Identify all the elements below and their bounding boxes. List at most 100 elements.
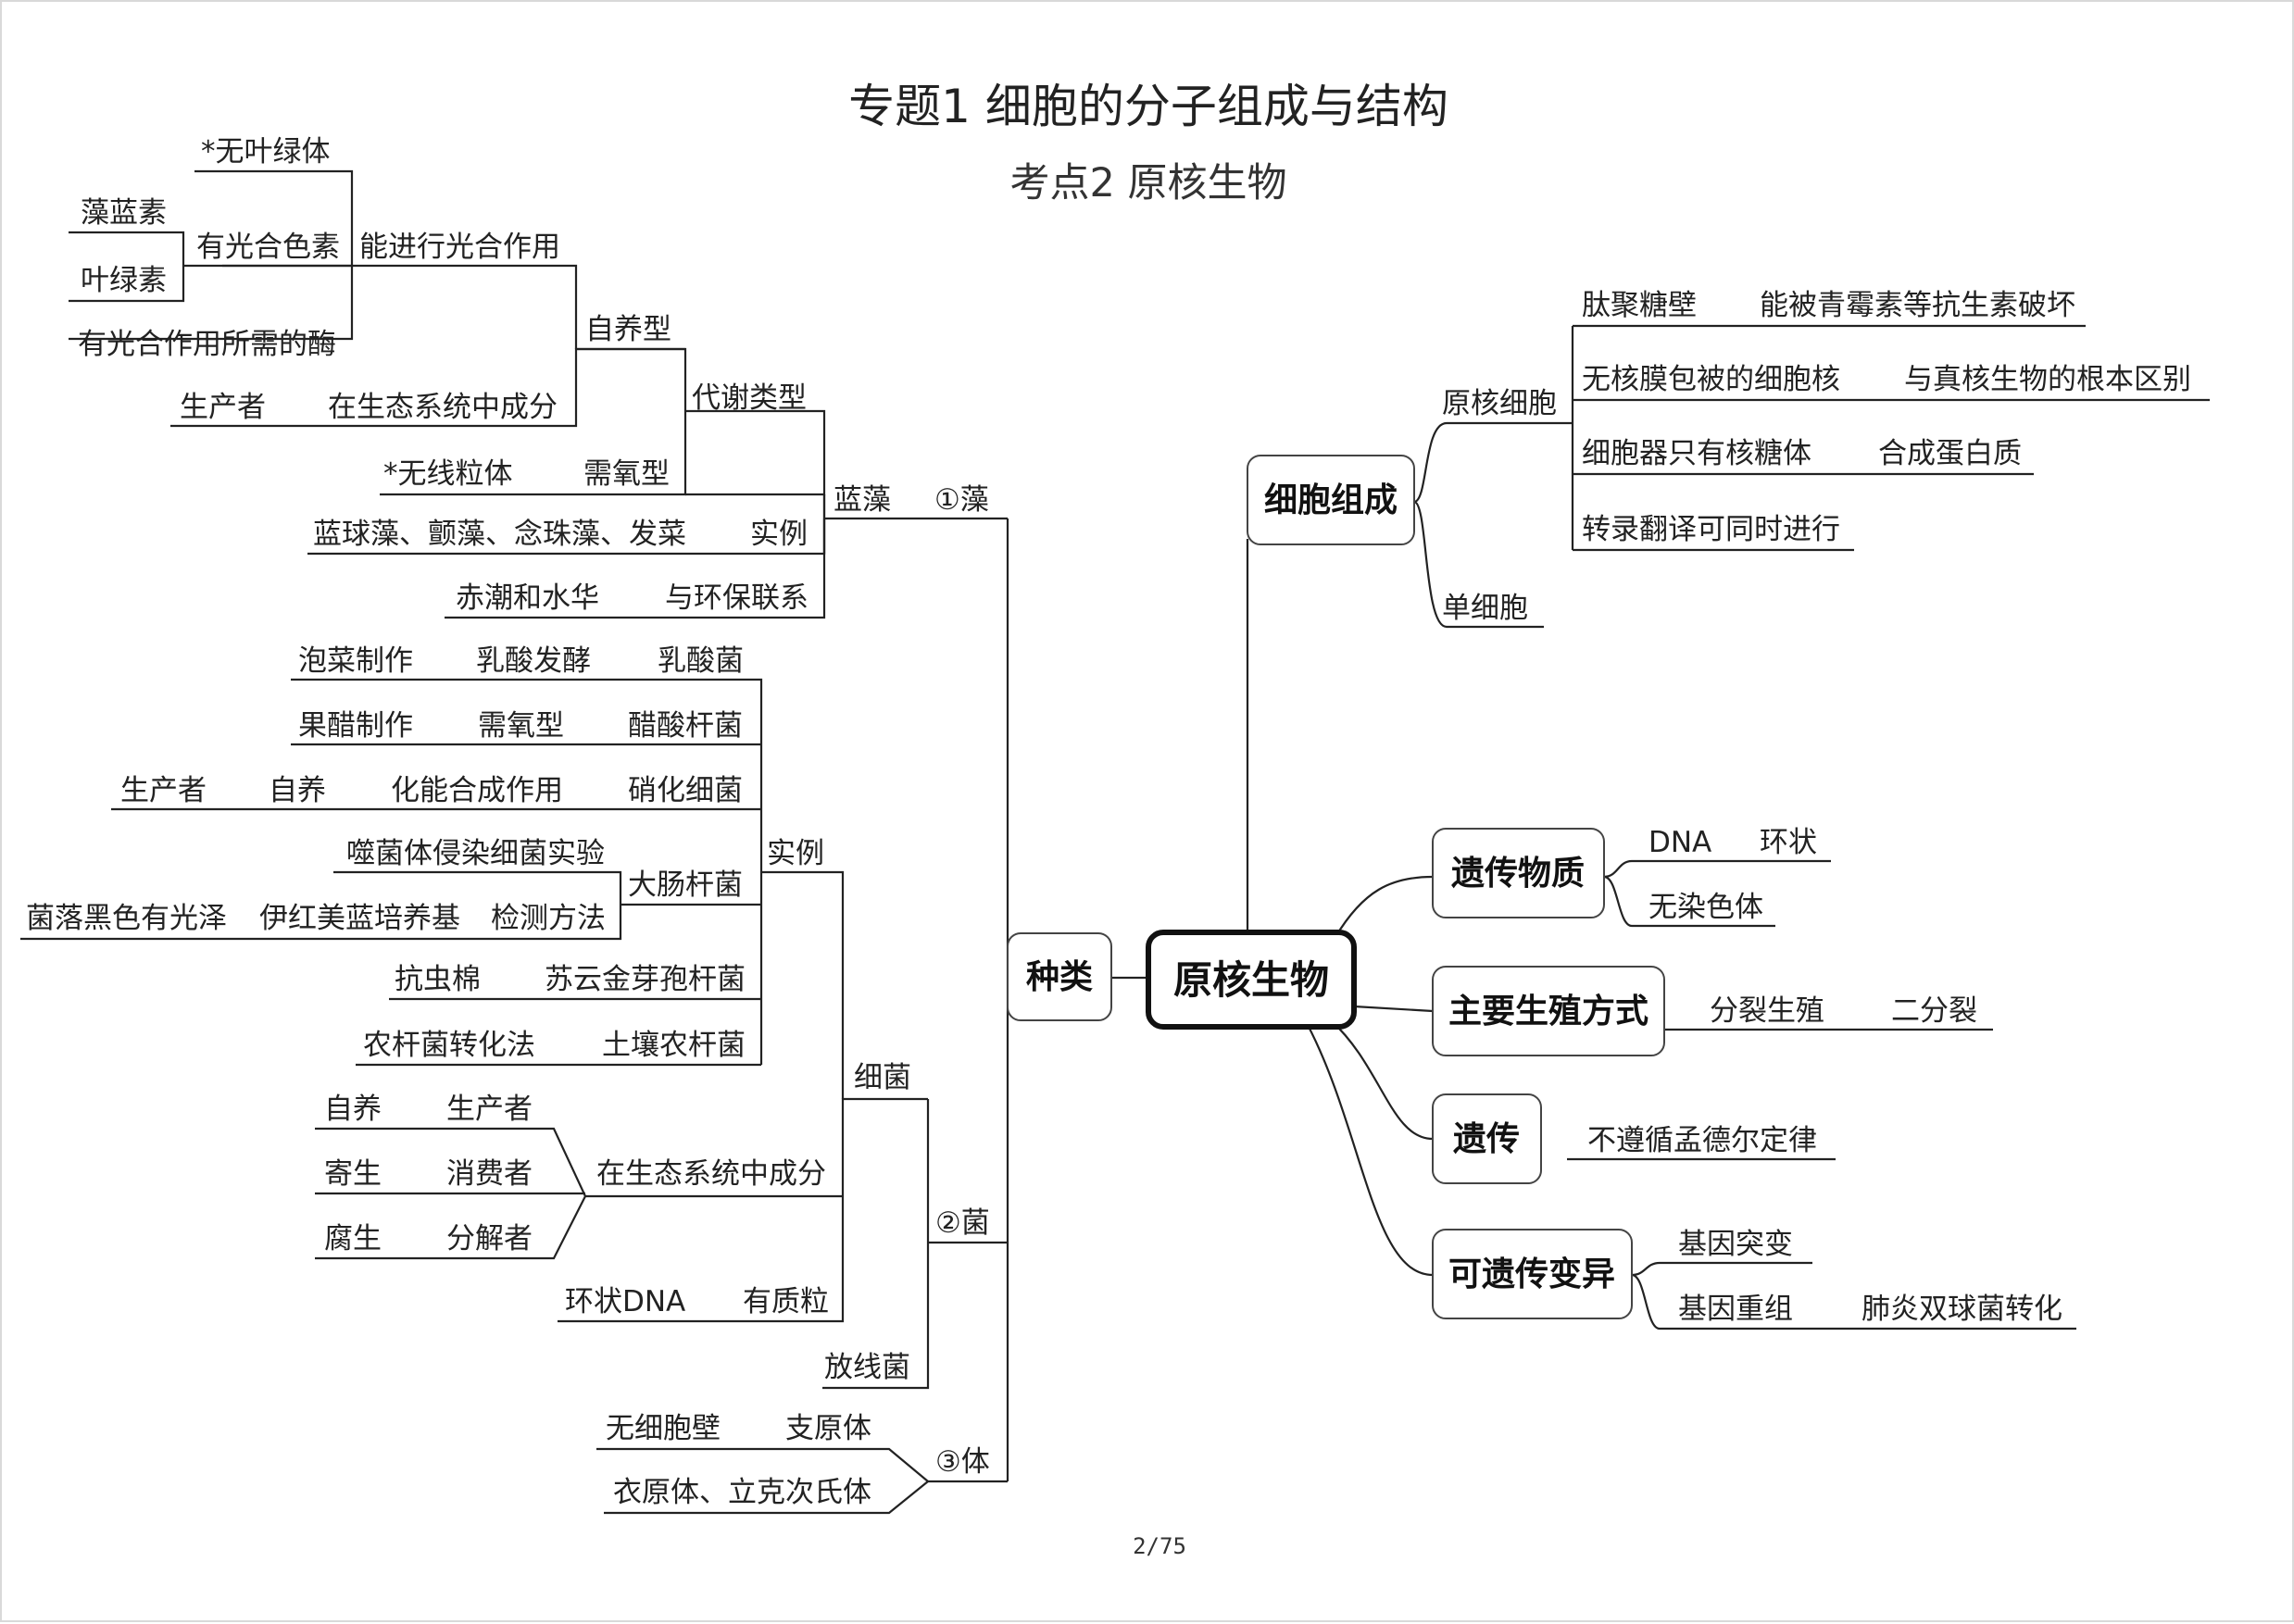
node-zhonglei[interactable] — [1007, 932, 1112, 1021]
label-xijun: 细菌 — [854, 1061, 911, 1094]
label-ruj-b: 乳酸发酵 — [476, 644, 591, 678]
label-yelvsu: 叶绿素 — [81, 264, 167, 297]
label-hy-b: 合成蛋白质 — [1878, 437, 2022, 470]
label-chichao: 赤潮和水华 — [456, 581, 599, 615]
connector-fanzhi — [1353, 1005, 1434, 1013]
label-bianyi: 可遗传变异 — [1448, 1255, 1615, 1293]
connector-zhili — [558, 1097, 928, 1323]
node-center[interactable] — [1146, 930, 1357, 1030]
label-jytb: 基因突变 — [1678, 1228, 1793, 1261]
label-fangxian: 放线菌 — [824, 1351, 910, 1384]
label-wurs: 无染色体 — [1648, 891, 1763, 924]
label-zhuanlu: 转录翻译可同时进行 — [1582, 513, 1840, 546]
label-shiti: 噬菌体侵染细菌实验 — [346, 837, 605, 870]
label-cu-c: 醋酸杆菌 — [628, 709, 743, 743]
label-ruj-c: 乳酸菌 — [658, 644, 744, 678]
label-tj-b: 能被青霉素等抗生素破坏 — [1760, 289, 2075, 322]
node-fanzhi[interactable] — [1432, 966, 1665, 1056]
label-fz-b: 二分裂 — [1891, 994, 1977, 1028]
label-zhiyuan-a: 无细胞壁 — [606, 1412, 721, 1445]
connector-yichuan — [1330, 1019, 1434, 1141]
label-mei: 有光合作用所需的酶 — [78, 328, 336, 361]
label-xibao: 细胞组成 — [1264, 481, 1398, 519]
connector-bianyi — [1307, 1024, 1434, 1277]
label-yiyuan: 衣原体、立克次氏体 — [613, 1476, 871, 1509]
connector-wurs — [1603, 875, 1775, 928]
label-yuanhe: 原核细胞 — [1442, 387, 1557, 420]
label-bzx: 不遵循孟德尔定律 — [1587, 1124, 1817, 1157]
label-wuxian: *无线粒体 — [383, 457, 513, 491]
label-fs-b: 分解者 — [446, 1222, 533, 1255]
label-tj-a: 肽聚糖壁 — [1582, 289, 1697, 322]
label-fs-a: 腐生 — [324, 1222, 382, 1255]
label-huanbao: 与环保联系 — [665, 581, 809, 615]
page-number: 2/75 — [1133, 1533, 1186, 1559]
connector-danxibao — [1413, 500, 1544, 629]
label-fz-a: 分裂生殖 — [1710, 994, 1824, 1028]
connector-guanghe — [352, 264, 578, 349]
label-js-a: 寄生 — [324, 1157, 382, 1191]
label-wh-b: 与真核生物的根本区别 — [1904, 363, 2191, 396]
connector-zy — [315, 1127, 586, 1197]
label-jycz-a: 基因重组 — [1678, 1293, 1793, 1326]
label-hy-a: 细胞器只有核糖体 — [1582, 437, 1811, 470]
label-kcm-a: 抗虫棉 — [395, 963, 481, 996]
label-dna-b: 环状 — [1760, 826, 1817, 859]
node-yichuan-wz[interactable] — [1432, 828, 1605, 918]
label-jycz-b: 肺炎双球菌转化 — [1862, 1293, 2062, 1326]
label-youguangse: 有光合色素 — [196, 231, 340, 264]
label-xh-c: 化能合成作用 — [391, 774, 563, 807]
node-xibao[interactable] — [1247, 455, 1415, 545]
label-dach: 大肠杆菌 — [628, 868, 743, 902]
label-zhili-b: 有质粒 — [743, 1285, 829, 1318]
label-jun: ②菌 — [935, 1206, 990, 1240]
label-chengfen2: 在生态系统中成分 — [596, 1157, 826, 1191]
label-zhili-a: 环状DNA — [565, 1285, 685, 1318]
label-shili-zao: 实例 — [750, 518, 808, 551]
label-zaolansu: 藻蓝素 — [81, 196, 167, 230]
connector-fangxian — [822, 1099, 930, 1390]
connector-yiyuan — [604, 1480, 929, 1515]
label-fanzhi: 主要生殖方式 — [1448, 993, 1648, 1031]
label-xh-b: 自养 — [269, 774, 326, 807]
label-xh-d: 硝化细菌 — [628, 774, 743, 807]
node-bianyi[interactable] — [1432, 1229, 1633, 1319]
label-zao: ①藻 — [934, 483, 989, 517]
label-xh-a: 生产者 — [120, 774, 207, 807]
connector-dna — [1603, 859, 1831, 879]
label-ruj-a: 泡菜制作 — [298, 644, 413, 678]
label-cu-b: 需氧型 — [478, 709, 564, 743]
node-yichuan[interactable] — [1432, 1093, 1542, 1184]
connector-fs — [315, 1195, 586, 1260]
label-yihong: 伊红美蓝培养基 — [259, 902, 460, 935]
connector-ruj — [291, 678, 763, 1065]
label-xuyang: 需氧型 — [583, 457, 670, 491]
label-guanghe: 能进行光合作用 — [359, 231, 560, 264]
connector-shili2 — [761, 870, 845, 1099]
label-danxibao: 单细胞 — [1442, 592, 1528, 625]
connector-xuyang — [380, 347, 687, 496]
label-shengchan: 生产者 — [180, 391, 266, 424]
connector-jytb — [1631, 1261, 1812, 1277]
label-chengfen1: 在生态系统中成分 — [328, 391, 558, 424]
label-zy-a: 自养 — [324, 1093, 382, 1126]
connector-yuanhe — [1413, 421, 1530, 504]
label-ngj-a: 农杆菌转化法 — [363, 1029, 535, 1062]
label-junluo: 菌落黑色有光泽 — [26, 902, 227, 935]
label-yichuan: 遗传 — [1453, 1120, 1520, 1158]
label-wh-a: 无核膜包被的细胞核 — [1582, 363, 1840, 396]
connector-zhiyuan — [596, 1447, 929, 1482]
label-kcm-b: 苏云金芽孢杆菌 — [545, 963, 746, 996]
label-center: 原核生物 — [1173, 957, 1329, 1003]
label-lanqiu: 蓝球藻、颤藻、念珠藻、发菜 — [313, 518, 686, 551]
label-daixie: 代谢类型 — [692, 381, 807, 415]
connector-yichuan-wz — [1335, 875, 1434, 938]
label-zhiyuan-b: 支原体 — [785, 1412, 871, 1445]
connector-daixie — [685, 409, 826, 496]
label-ngj-b: 土壤农杆菌 — [602, 1029, 746, 1062]
label-zy-b: 生产者 — [446, 1093, 533, 1126]
label-lanzao: 蓝藻 — [834, 483, 891, 517]
label-zhonglei: 种类 — [1026, 958, 1093, 996]
